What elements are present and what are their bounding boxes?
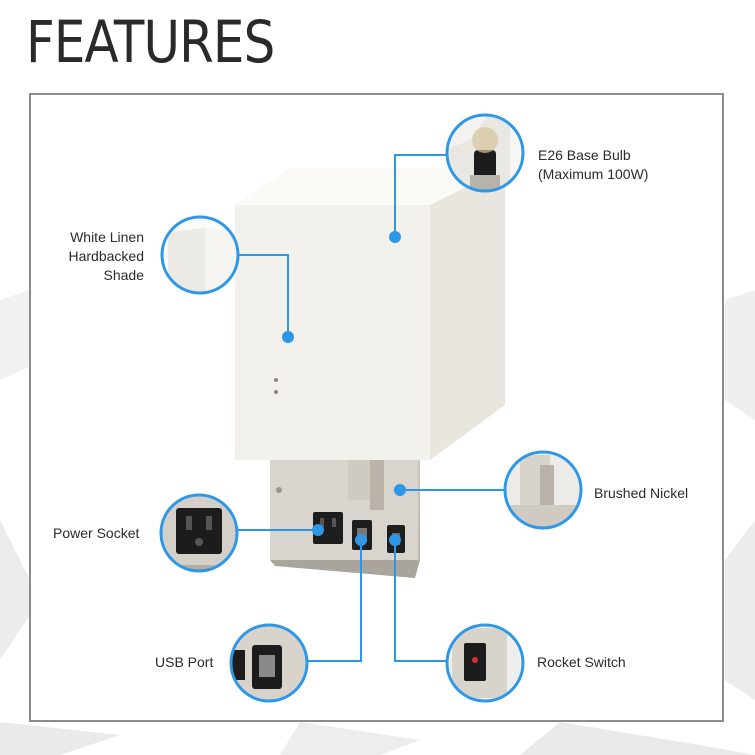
shade-label-line2: Hardbacked [68, 248, 145, 264]
power-socket-detail-icon [159, 493, 239, 573]
lamp-shade [235, 168, 505, 460]
shade-detail-icon [160, 215, 240, 295]
bulb-label-line2: (Maximum 100W) [538, 166, 649, 182]
callout-dots [282, 231, 406, 546]
shade-label-line3: Shade [103, 267, 144, 283]
usb-port-detail-icon [229, 623, 309, 703]
nickel-detail-icon [503, 450, 583, 530]
page-title: FEATURES [26, 8, 275, 76]
nickel-label: Brushed Nickel [594, 485, 689, 501]
rocket-switch-detail-icon [445, 623, 525, 703]
rocket-switch-label: Rocket Switch [537, 654, 626, 670]
bulb-label: E26 Base Bulb (Maximum 100W) [538, 146, 648, 184]
bulb-label-line1: E26 Base Bulb [538, 147, 631, 163]
power-socket-label: Power Socket [53, 525, 140, 541]
usb-port-label: USB Port [155, 654, 214, 670]
shade-label: White Linen Hardbacked Shade [40, 228, 145, 285]
callout-lines [238, 154, 505, 662]
shade-label-line1: White Linen [70, 229, 144, 245]
